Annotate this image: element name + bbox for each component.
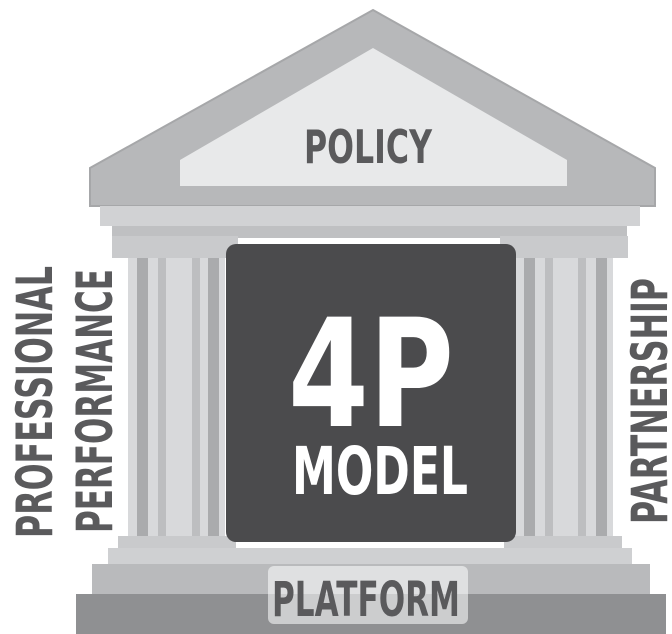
right-labels: PARTNERSHIP (621, 278, 672, 524)
left-label-performance: PERFORMANCE (66, 269, 124, 533)
left-label-professional: PROFESSIONAL (6, 266, 64, 538)
core-panel: 4P MODEL (226, 244, 516, 542)
left-column-foot (118, 536, 236, 550)
right-column (500, 236, 628, 550)
title-main: 4P (288, 288, 454, 462)
title-sub: MODEL (292, 433, 468, 510)
pediment-inner (180, 48, 567, 186)
right-column-flute (524, 258, 535, 536)
left-labels: PROFESSIONAL PERFORMANCE (6, 266, 124, 538)
left-column-flute (208, 258, 219, 536)
right-column-flute (596, 258, 607, 536)
left-column (112, 236, 238, 550)
base: PLATFORM (76, 548, 666, 634)
base-label: PLATFORM (272, 572, 460, 628)
left-column-flute (158, 258, 166, 536)
entablature-band (100, 206, 640, 226)
pediment-label: POLICY (304, 120, 432, 174)
left-column-flute (192, 258, 200, 536)
base-label-shadow (268, 566, 468, 624)
right-label-partnership: PARTNERSHIP (621, 278, 672, 524)
base-step-top (108, 548, 632, 564)
right-column-flute (545, 258, 553, 536)
right-column-flute (578, 258, 586, 536)
right-column-capital (500, 236, 628, 258)
entablature (100, 206, 640, 238)
left-column-capital (112, 236, 238, 258)
pediment: POLICY (89, 8, 656, 207)
core-panel-bg (226, 244, 516, 542)
left-column-flute (137, 258, 148, 536)
entablature-ledge (112, 226, 627, 238)
right-column-foot (504, 536, 622, 550)
